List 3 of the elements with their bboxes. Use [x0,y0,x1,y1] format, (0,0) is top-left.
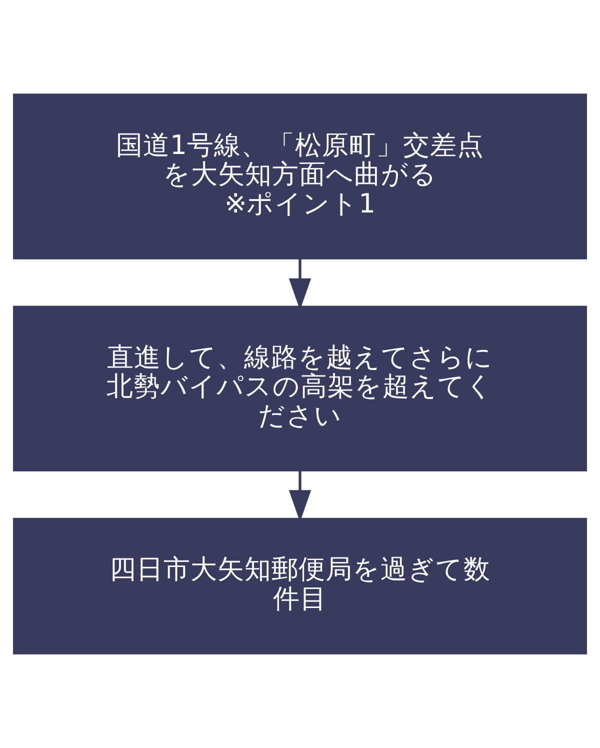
node-box: 国道1号線、「松原町」交差点を大矢知方面へ曲がる ※ポイント1 [13,94,587,260]
node-box: 四日市大矢知郵便局を過ぎて数件目 [13,518,587,654]
node-box: 直進して、線路を越えてさらに北勢バイパスの高架を超えてください [13,306,587,472]
